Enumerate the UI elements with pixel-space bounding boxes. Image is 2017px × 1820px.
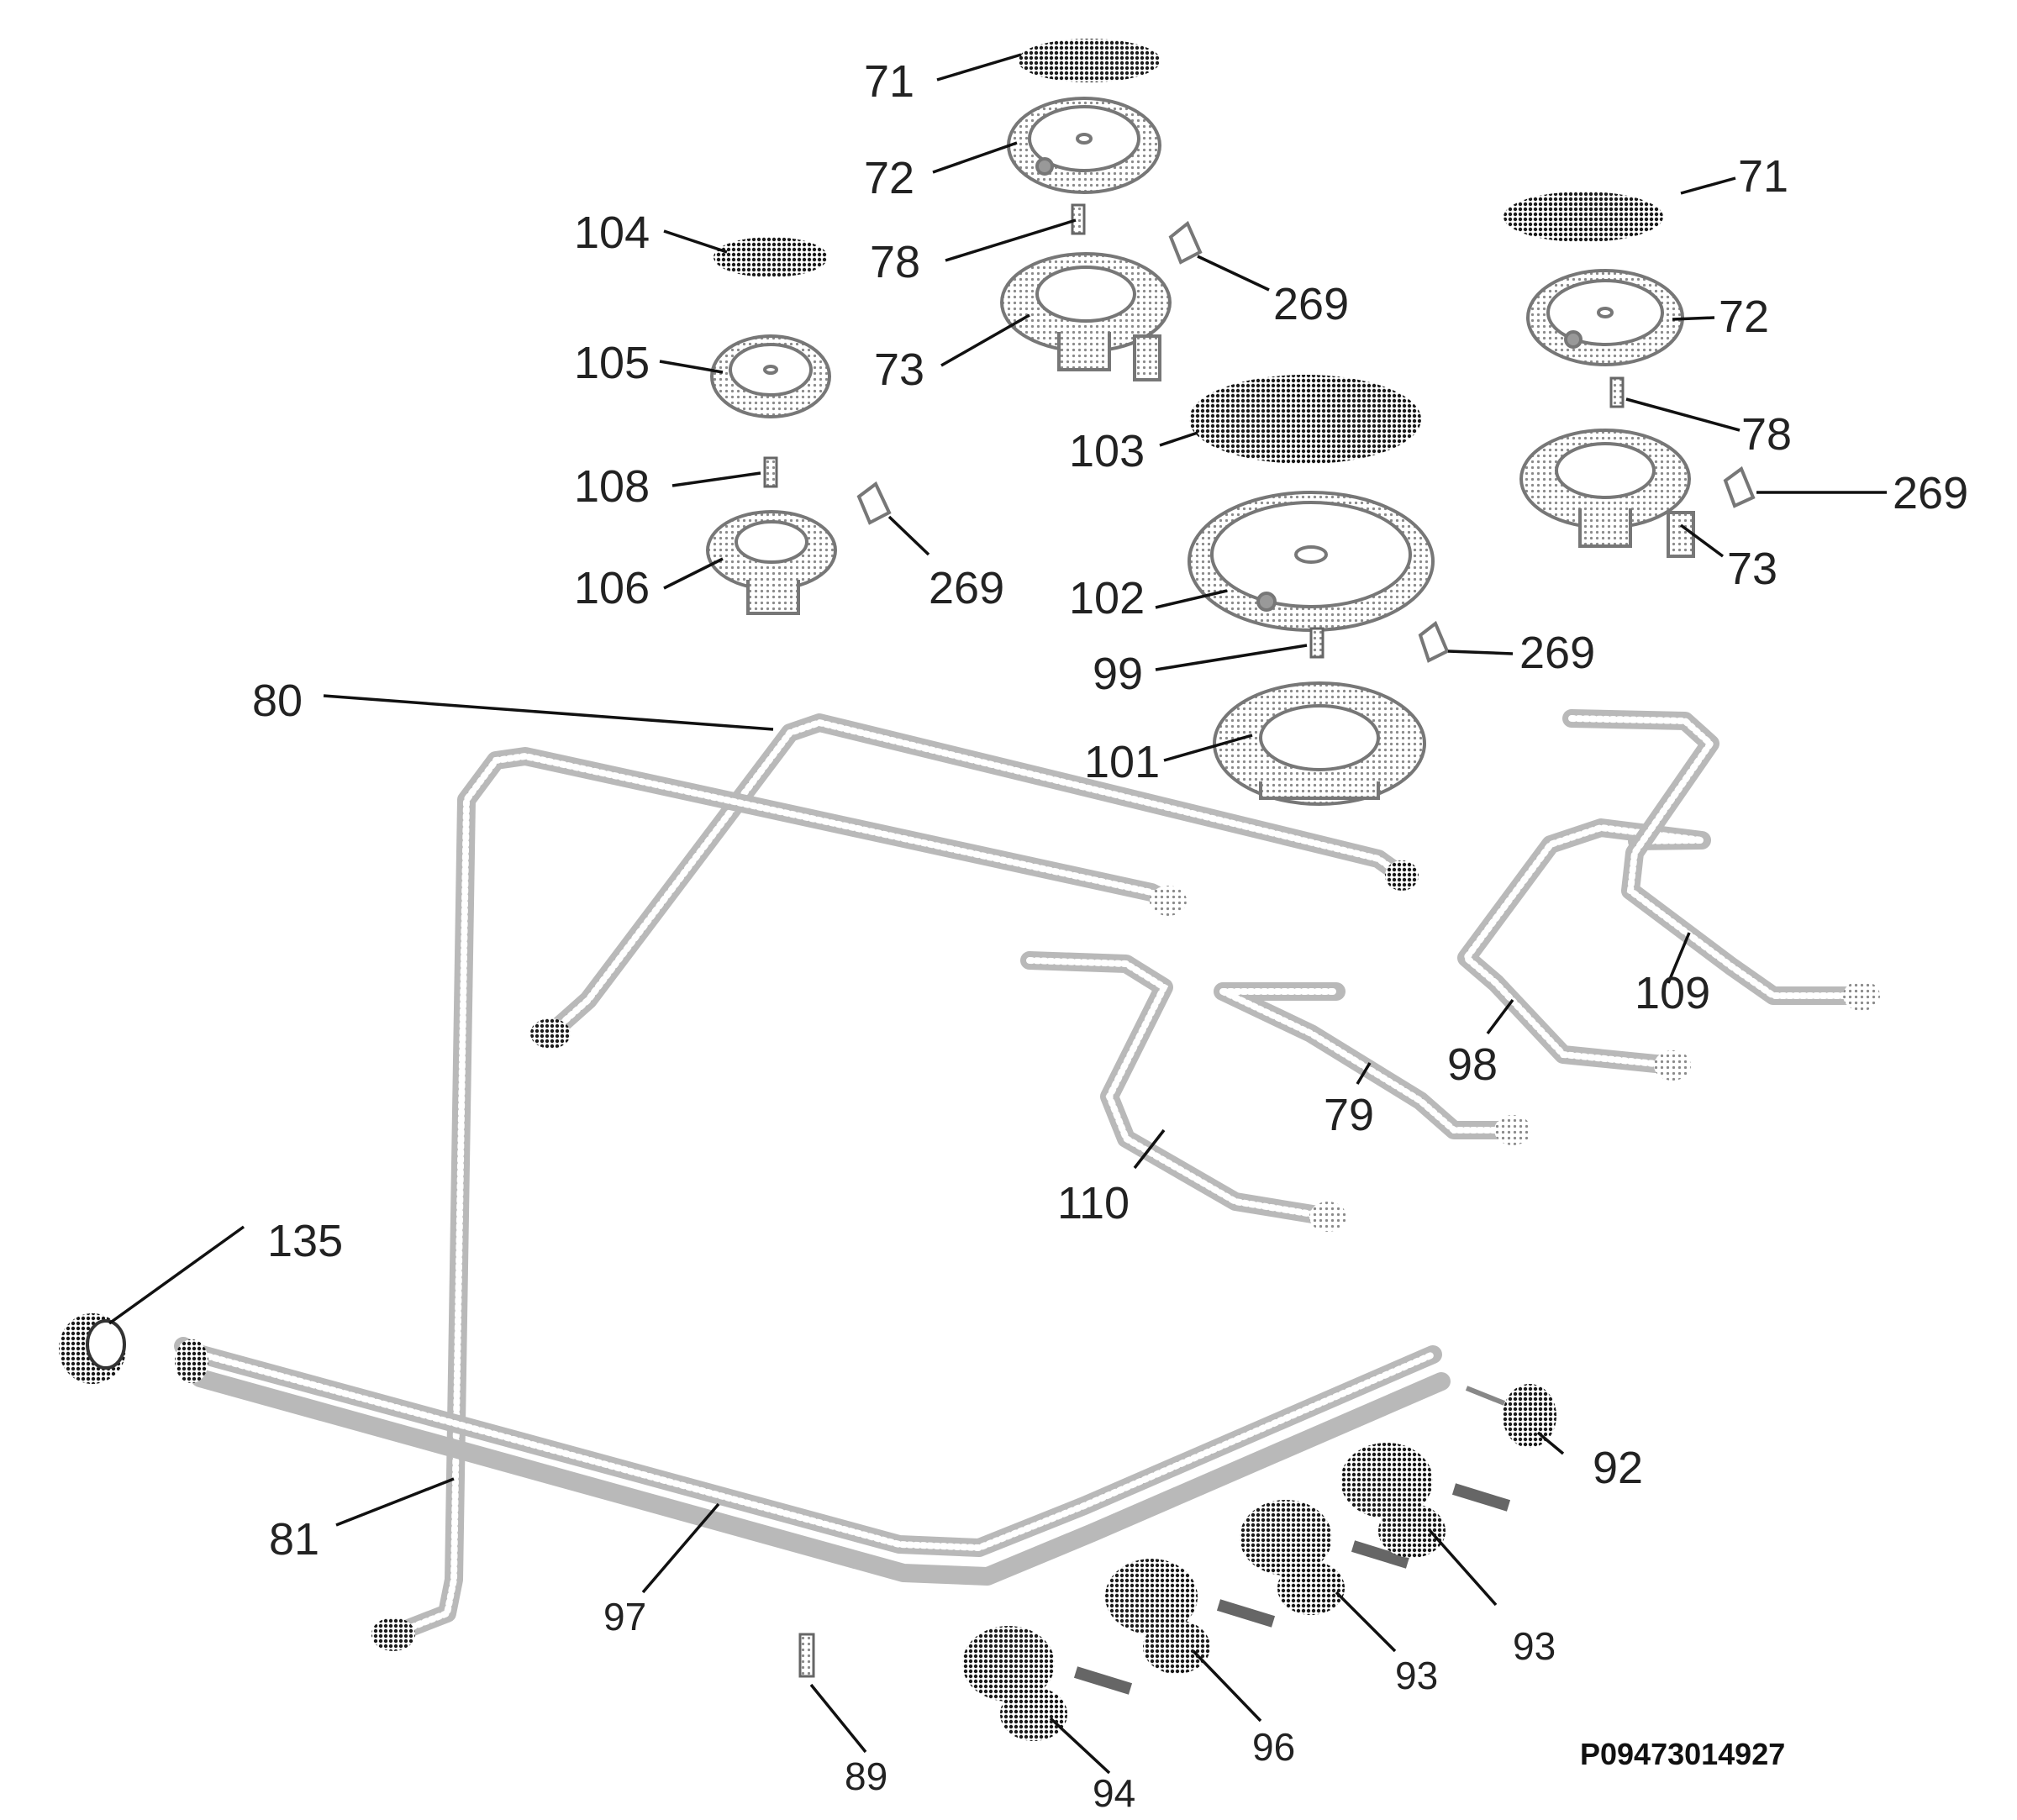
part-label-269: 269: [1519, 628, 1595, 678]
part-label-99: 99: [1093, 649, 1143, 699]
pipe-nut: [530, 1018, 571, 1049]
injector-99: [1309, 627, 1324, 659]
gas-tap-94: [962, 1626, 1133, 1741]
part-label-269: 269: [1273, 279, 1349, 329]
gas-pipe-109: [1562, 709, 1871, 1005]
part-label-103: 103: [1069, 426, 1145, 476]
injector-78-top: [1071, 203, 1086, 235]
gas-pipe-81: [384, 747, 1177, 1644]
part-label-108: 108: [574, 461, 650, 512]
burner-crown-72-right: [1526, 269, 1684, 366]
gas-pipe-98: [1457, 818, 1711, 1075]
pipe-nut: [371, 1617, 415, 1651]
burner-cap-104: [714, 237, 828, 277]
pipe-nut: [175, 1339, 208, 1383]
pipe-nut: [1843, 981, 1880, 1011]
pipe-nut: [1309, 1202, 1346, 1232]
injector-78-right: [1609, 376, 1625, 408]
burner-body-73-right: [1519, 429, 1695, 558]
gas-tap-93-a: [1240, 1500, 1410, 1615]
gas-tap-96: [1105, 1559, 1276, 1674]
diagram-reference-code: P09473014927: [1580, 1737, 1785, 1771]
part-label-78: 78: [870, 237, 920, 287]
burner-body-106: [706, 510, 837, 615]
part-label-72: 72: [864, 153, 914, 203]
part-label-71: 71: [864, 56, 914, 107]
burner-crown-105: [710, 334, 831, 418]
part-label-94: 94: [1093, 1771, 1135, 1815]
clip-269-c: [1723, 466, 1756, 508]
part-label-98: 98: [1447, 1039, 1498, 1090]
part-label-81: 81: [269, 1514, 319, 1565]
part-label-92: 92: [1593, 1443, 1643, 1493]
part-label-105: 105: [574, 338, 650, 388]
part-label-101: 101: [1084, 737, 1160, 787]
part-label-71: 71: [1738, 151, 1788, 202]
part-label-80: 80: [252, 676, 303, 726]
burner-body-101: [1213, 681, 1426, 806]
gas-pipe-80: [541, 713, 1411, 1043]
part-label-73: 73: [1727, 544, 1777, 594]
burner-cap-71-right: [1504, 192, 1663, 242]
part-label-78: 78: [1741, 409, 1792, 460]
part-label-135: 135: [267, 1216, 343, 1266]
pipe-nut: [1654, 1050, 1691, 1081]
pipe-nut: [1494, 1115, 1531, 1145]
leader-lines: [108, 53, 1887, 1775]
clip-269-b: [856, 481, 892, 525]
part-label-93: 93: [1395, 1654, 1438, 1697]
fitting-92: [1465, 1384, 1556, 1448]
burner-crown-72-top: [1007, 97, 1161, 194]
part-label-93: 93: [1513, 1624, 1556, 1668]
gas-pipe-79: [1214, 982, 1522, 1139]
part-label-106: 106: [574, 563, 650, 613]
part-label-73: 73: [874, 345, 924, 395]
part-label-104: 104: [574, 208, 650, 258]
burner-crown-102: [1188, 491, 1435, 632]
pipe-nut: [1150, 886, 1187, 916]
part-label-110: 110: [1057, 1178, 1130, 1228]
clip-269-a: [1168, 220, 1203, 265]
burner-body-73-top: [1000, 252, 1172, 381]
injector-108: [763, 456, 778, 488]
part-label-109: 109: [1635, 968, 1710, 1018]
gas-pipe-110: [1020, 951, 1337, 1226]
part-label-89: 89: [845, 1754, 887, 1798]
part-label-79: 79: [1324, 1090, 1374, 1140]
part-label-72: 72: [1719, 292, 1769, 342]
part-label-102: 102: [1069, 573, 1145, 623]
fitting-135: [59, 1313, 126, 1384]
burner-cap-103: [1189, 375, 1421, 464]
injector-89: [798, 1633, 815, 1678]
clip-269-d: [1418, 620, 1450, 663]
burner-cap-71-top: [1018, 39, 1161, 82]
pipe-nut: [1385, 860, 1419, 891]
part-label-97: 97: [603, 1595, 646, 1639]
part-label-269: 269: [929, 563, 1004, 613]
part-label-96: 96: [1252, 1725, 1295, 1769]
gas-tap-93-b: [1340, 1443, 1511, 1558]
part-label-269: 269: [1893, 468, 1968, 518]
